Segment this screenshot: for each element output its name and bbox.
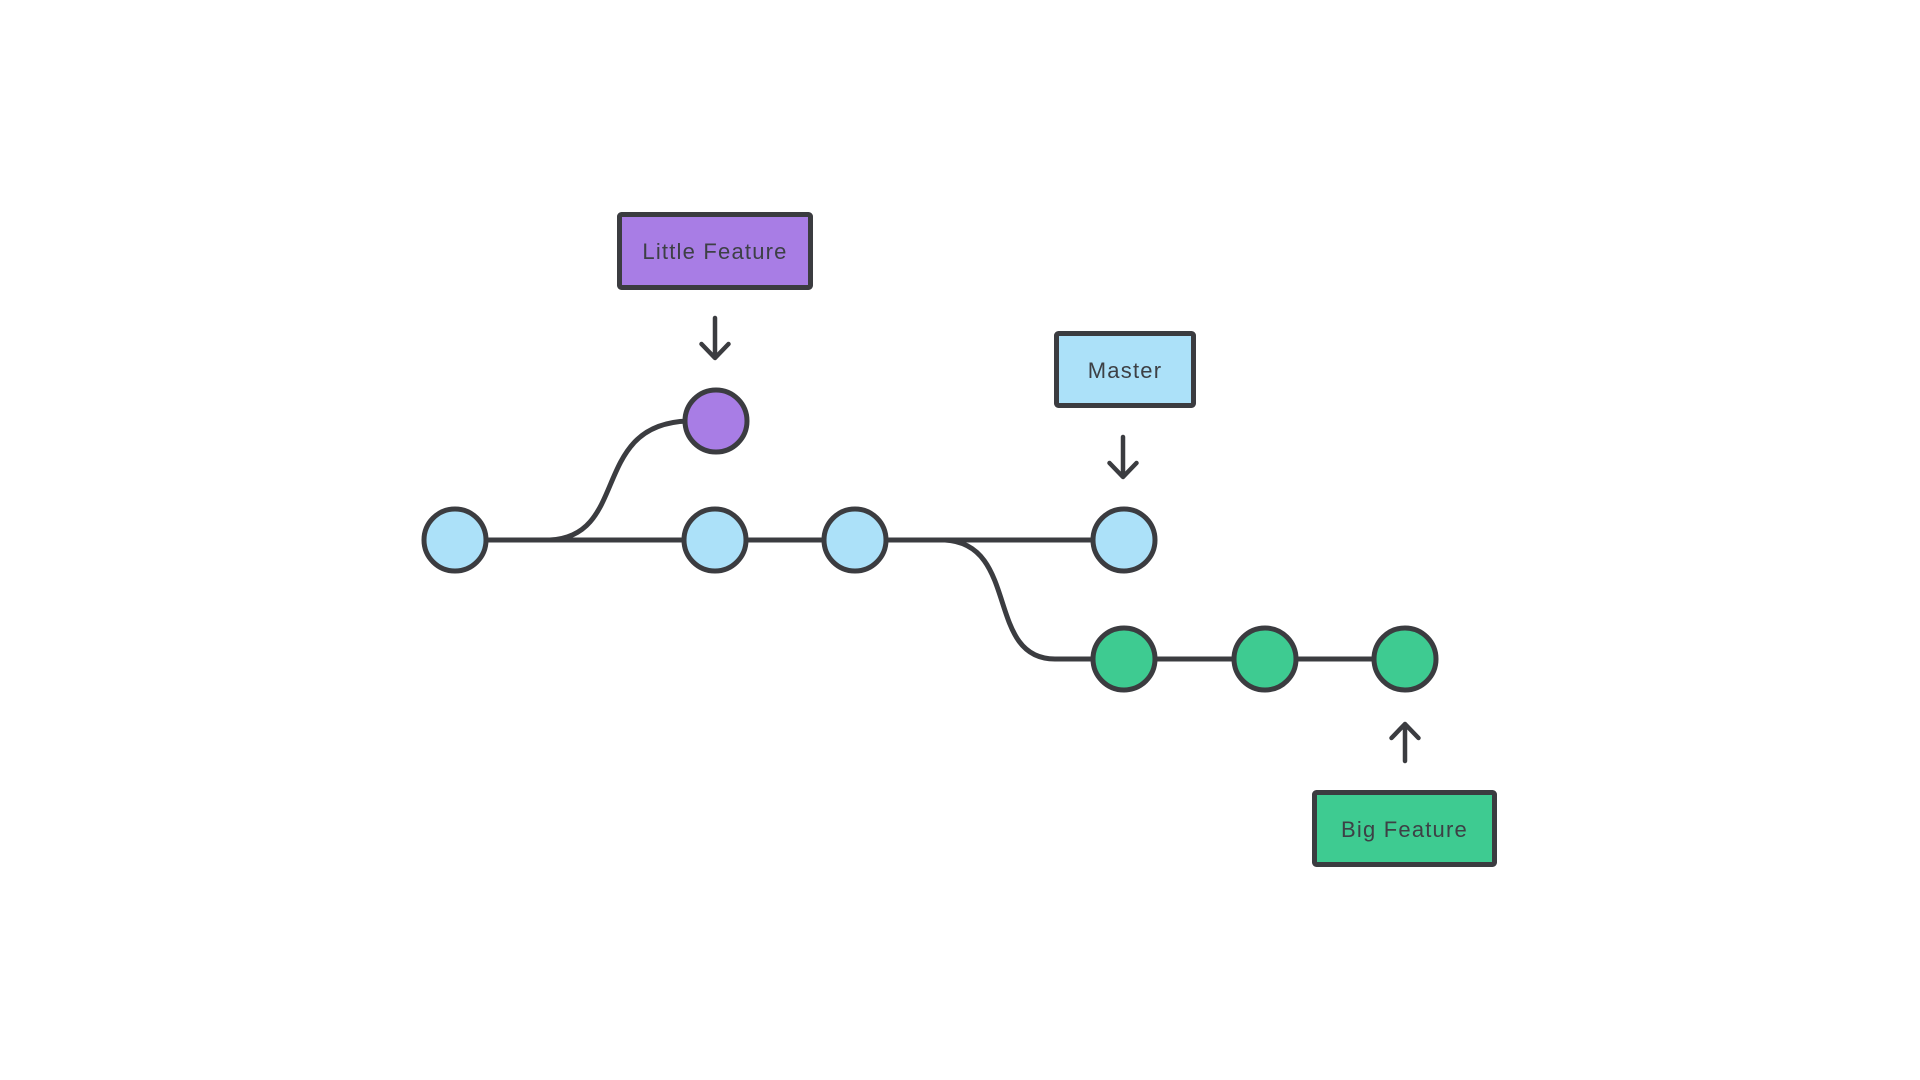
little-feature-branch-line: [549, 418, 716, 543]
master-commit-3: [821, 506, 889, 574]
big-feature-label: Big Feature: [1312, 721, 1497, 867]
master-label: Master: [1054, 331, 1196, 480]
big-feature-commits: [1090, 625, 1439, 693]
master-label-box: [1054, 331, 1196, 408]
arrow-down-icon: [1107, 434, 1139, 480]
big-feature-commit-3: [1371, 625, 1439, 693]
little-feature-commit-1: [682, 387, 750, 455]
master-commit-4: [1090, 506, 1158, 574]
little-feature-commits: [682, 387, 750, 455]
big-feature-commit-2: [1231, 625, 1299, 693]
little-feature-label: Little Feature: [617, 212, 813, 361]
little-feature-label-text: Little Feature: [642, 239, 787, 264]
master-commits: [421, 506, 1158, 574]
big-feature-commit-1: [1090, 625, 1158, 693]
little-feature-label-box: [617, 212, 813, 290]
master-commit-2: [681, 506, 749, 574]
big-feature-label-box: [1312, 790, 1497, 867]
arrow-up-icon: [1389, 721, 1421, 764]
master-label-text: Master: [1088, 358, 1162, 383]
master-commit-1: [421, 506, 489, 574]
big-feature-label-text: Big Feature: [1341, 817, 1468, 842]
branch-lines: [455, 418, 1405, 662]
big-feature-branch-line: [944, 537, 1405, 662]
arrow-down-icon: [699, 315, 731, 361]
